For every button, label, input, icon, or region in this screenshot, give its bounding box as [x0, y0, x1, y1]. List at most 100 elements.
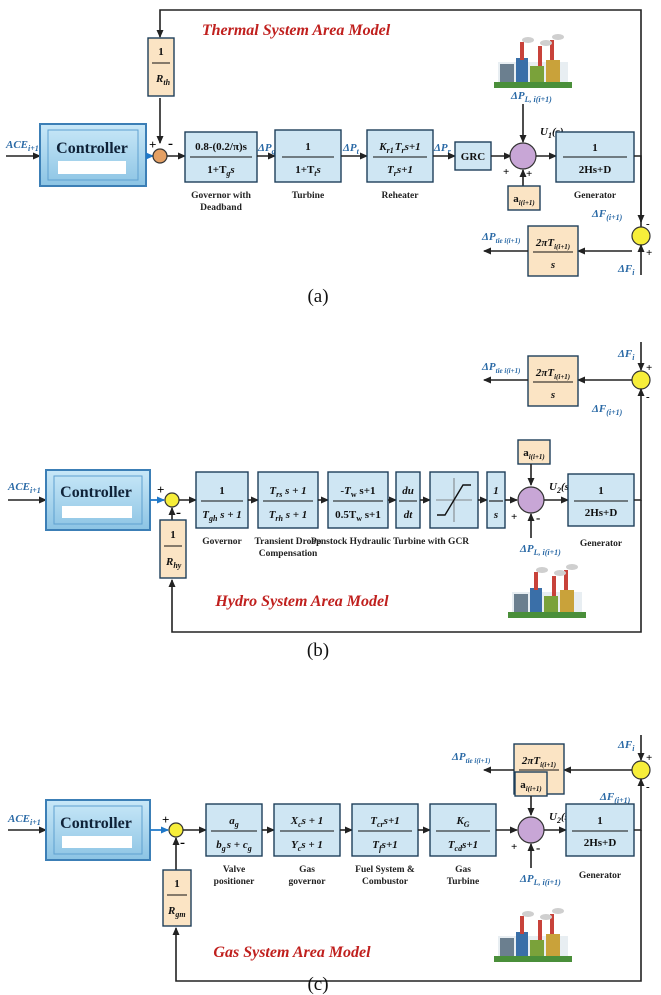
thermal-tie-plus: + — [646, 247, 652, 259]
svg-text:0.8-(0.2/π)s: 0.8-(0.2/π)s — [195, 141, 248, 153]
thermal-tie-block: 2πTi(i+1) s — [527, 225, 579, 277]
svg-text:Trs+1: Trs+1 — [387, 164, 413, 178]
thermal-governor-block: 0.8-(0.2/π)s 1+Tgs Governor with Deadban… — [184, 131, 258, 213]
thermal-controller-label: Controller — [56, 140, 128, 157]
panel-hydro: ΔFi + - ΔF(i+1) 2πTi(i+1) s ΔPtie i(i+1)… — [7, 342, 652, 661]
svg-text:2πTi(i+1): 2πTi(i+1) — [521, 755, 556, 769]
gas-governor-block: Xcs + 1 Ycs + 1 Gas governor — [273, 803, 341, 887]
svg-text:2πTi(i+1): 2πTi(i+1) — [535, 237, 570, 251]
gas-df-out-label: ΔF(i+1) — [599, 791, 631, 805]
svg-text:1+Tgs: 1+Tgs — [207, 164, 234, 178]
gas-title: Gas System Area Model — [213, 944, 371, 961]
gas-sum-plus: + — [511, 841, 517, 853]
hydro-feedback-wire — [168, 500, 642, 633]
hydro-gen-out-wire — [634, 388, 645, 501]
panel-label-c: (c) — [307, 974, 328, 995]
hydro-ace-label: ACEi+1 — [7, 481, 41, 495]
gas-tie-minus: - — [646, 781, 650, 793]
svg-text:Gas: Gas — [455, 865, 471, 875]
svg-text:1: 1 — [219, 485, 225, 497]
svg-text:ai(i+1): ai(i+1) — [513, 193, 535, 207]
thermal-droop-den-sub: th — [163, 78, 170, 87]
svg-text:1: 1 — [597, 815, 603, 827]
gas-sign-plus: + — [162, 812, 169, 827]
svg-text:-Tw s+1: -Tw s+1 — [341, 485, 376, 499]
svg-text:Rth: Rth — [155, 73, 171, 87]
hydro-df-out-label: ΔF(i+1) — [591, 403, 623, 417]
thermal-signal-pr: ΔPr — [433, 142, 452, 156]
thermal-load-label: ΔPL, i(i+1) — [510, 90, 552, 104]
gas-controller[interactable]: Controller — [45, 799, 151, 861]
svg-text:Reheater: Reheater — [382, 191, 420, 201]
svg-text:Turbine: Turbine — [447, 877, 479, 887]
svg-text:Transient Droop: Transient Droop — [255, 537, 322, 547]
thermal-grc-block: GRC — [454, 141, 492, 171]
hydro-load-label: ΔPL, i(i+1) — [519, 543, 561, 557]
svg-text:Gas: Gas — [299, 865, 315, 875]
svg-text:Turbine: Turbine — [292, 191, 324, 201]
thermal-gen-out-wire — [634, 155, 645, 223]
thermal-sum-plus-left: + — [503, 166, 509, 178]
svg-text:KG: KG — [455, 815, 469, 829]
svg-text:Rgm: Rgm — [167, 905, 186, 919]
thermal-df-out-label: ΔF(i+1) — [591, 208, 623, 222]
hydro-controller[interactable]: Controller — [45, 469, 151, 531]
hydro-controller-label: Controller — [60, 484, 132, 501]
gas-controller-label: Controller — [60, 815, 132, 832]
svg-text:Xcs + 1: Xcs + 1 — [290, 815, 323, 829]
svg-text:1: 1 — [170, 529, 176, 541]
svg-text:1+Tts: 1+Tts — [295, 164, 321, 178]
hydro-derivative-block: du dt — [395, 471, 421, 529]
thermal-signal-pt: ΔPt — [342, 142, 360, 156]
svg-text:s: s — [550, 389, 555, 401]
svg-text:s: s — [550, 259, 555, 271]
thermal-power-sum — [509, 142, 537, 170]
svg-text:ai(i+1): ai(i+1) — [520, 779, 542, 793]
hydro-df-in-label: ΔFi — [617, 348, 635, 362]
svg-text:Tcds+1: Tcds+1 — [448, 839, 478, 853]
gas-load-label: ΔPL, i(i+1) — [519, 873, 561, 887]
hydro-sign-minus: - — [176, 505, 181, 521]
svg-text:Rhy: Rhy — [165, 556, 182, 570]
svg-text:ai(i+1): ai(i+1) — [523, 447, 545, 461]
hydro-ptie-label: ΔPtie i(i+1) — [481, 361, 520, 375]
gas-sign-minus: - — [180, 835, 185, 851]
thermal-controller[interactable]: Controller — [39, 123, 147, 187]
hydro-sum-minus: - — [536, 510, 540, 525]
hydro-transient-droop-block: Trs s + 1 Trh s + 1 Transient Droop Comp… — [255, 471, 322, 559]
svg-text:Trh s + 1: Trh s + 1 — [269, 509, 308, 523]
svg-text:ag: ag — [229, 815, 239, 829]
svg-text:GRC: GRC — [461, 151, 486, 163]
gas-ace-label: ACEi+1 — [7, 813, 41, 827]
thermal-generator-block: 1 2Hs+D Generator — [555, 131, 635, 201]
panel-gas: ΔFi + - ΔF(i+1) 2πTi(i+1) s ΔPtie i(i+1)… — [7, 735, 652, 995]
svg-text:Kr1Trs+1: Kr1Trs+1 — [378, 141, 420, 155]
thermal-droop-num: 1 — [158, 46, 164, 58]
thermal-feedback-wire — [156, 9, 642, 236]
svg-text:1: 1 — [592, 142, 598, 154]
hydro-saturation-block — [429, 471, 479, 529]
thermal-ace-label: ACEi+1 — [5, 139, 39, 153]
gas-feedback-wire — [172, 830, 642, 982]
hydro-tie-plus: + — [646, 362, 652, 374]
gas-df-in-label: ΔFi — [617, 739, 635, 753]
hydro-title: Hydro System Area Model — [214, 593, 389, 610]
svg-text:1: 1 — [598, 485, 604, 497]
svg-text:Trs s + 1: Trs s + 1 — [269, 485, 306, 499]
hydro-tie-minus: - — [646, 391, 650, 403]
thermal-acoef-block: ai(i+1) — [507, 185, 541, 211]
hydro-tie-block: 2πTi(i+1) s — [527, 355, 579, 407]
svg-text:dt: dt — [404, 509, 414, 521]
gas-sum-minus: - — [536, 840, 540, 855]
svg-text:Fuel System &: Fuel System & — [355, 865, 415, 875]
svg-text:Tfs+1: Tfs+1 — [372, 839, 397, 853]
svg-text:1: 1 — [174, 878, 180, 890]
hydro-governor-block: 1 Tgh s + 1 Governor — [195, 471, 249, 547]
panel-label-b: (b) — [307, 640, 329, 661]
thermal-plant-icon — [494, 34, 572, 88]
gas-acoef-block: ai(i+1) — [514, 771, 548, 797]
svg-text:Tgh s + 1: Tgh s + 1 — [202, 509, 242, 523]
thermal-title: Thermal System Area Model — [202, 22, 391, 39]
svg-text:Generator: Generator — [574, 191, 617, 201]
panel-label-a: (a) — [307, 286, 328, 307]
